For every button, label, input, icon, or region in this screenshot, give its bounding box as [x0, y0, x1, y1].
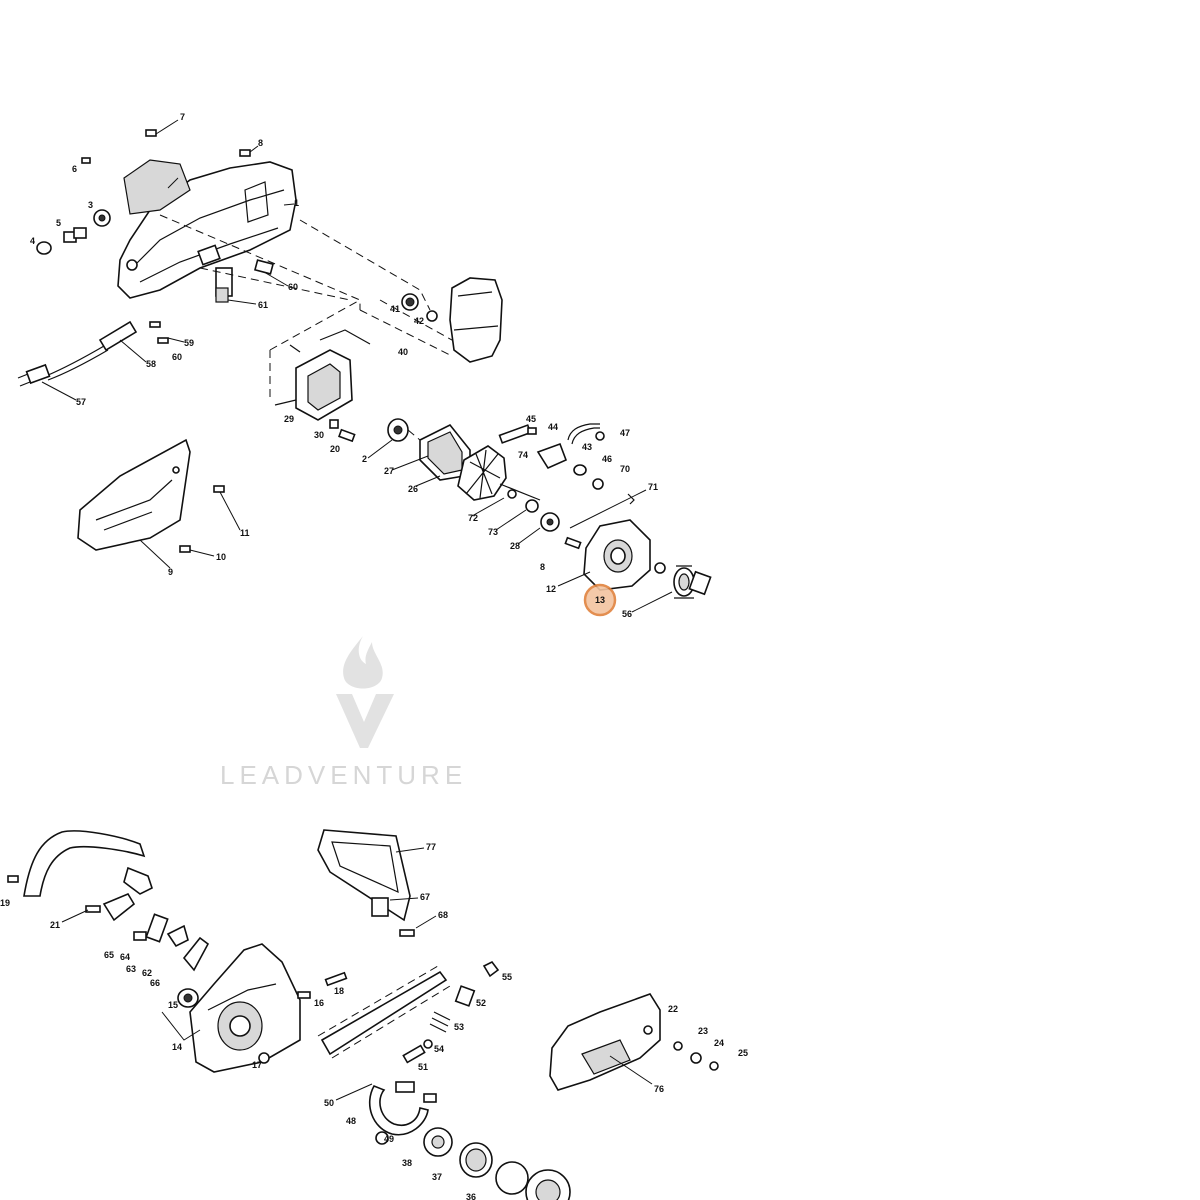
- part-label-61: 61: [258, 300, 268, 310]
- part-label-11: 11: [240, 528, 250, 538]
- part-label-45: 45: [526, 414, 536, 424]
- part-label-46: 46: [602, 454, 612, 464]
- end-bell: [564, 519, 666, 591]
- part-label-70: 70: [620, 464, 630, 474]
- part-label-51: 51: [418, 1062, 428, 1072]
- part-label-37: 37: [432, 1172, 442, 1182]
- guide-bar: [317, 965, 451, 1059]
- part-label-5: 5: [56, 218, 61, 228]
- part-label-30: 30: [314, 430, 324, 440]
- part-label-41: 41: [390, 304, 400, 314]
- part-label-8-lower: 8: [540, 562, 545, 572]
- part-label-19: 19: [0, 898, 10, 908]
- motor-housing: [117, 159, 297, 299]
- part-label-56: 56: [622, 609, 632, 619]
- sprocket-side-cover: [549, 993, 719, 1091]
- part-label-6: 6: [72, 164, 77, 174]
- part-label-47: 47: [620, 428, 630, 438]
- hotspot-label: 13: [595, 595, 605, 605]
- part-label-4: 4: [30, 236, 35, 246]
- part-label-60-top: 60: [288, 282, 298, 292]
- part-label-55: 55: [502, 972, 512, 982]
- part-label-58: 58: [146, 359, 156, 369]
- bar-cover: [317, 829, 415, 937]
- part-label-68: 68: [438, 910, 448, 920]
- part-label-10: 10: [216, 552, 226, 562]
- part-label-67: 67: [420, 892, 430, 902]
- brush-holder-parts: [498, 423, 635, 505]
- watermark-brand-text: LEADVENTURE: [220, 760, 467, 790]
- part-label-1: 1: [294, 198, 299, 208]
- part-label-72: 72: [468, 513, 478, 523]
- front-handle-bar: [23, 830, 153, 922]
- part-label-20: 20: [330, 444, 340, 454]
- part-label-49: 49: [384, 1134, 394, 1144]
- bottom-part-labels: 19 21 65 64 63 62 66 15 14 16 18 17 77 6…: [0, 842, 748, 1200]
- part-label-52: 52: [476, 998, 486, 1008]
- part-label-65: 65: [104, 950, 114, 960]
- top-part-labels: 7 8 6 3 5 4 1 60 61 59 60 58 57 41 42 40…: [30, 112, 673, 619]
- part-label-7: 7: [180, 112, 185, 122]
- part-label-53: 53: [454, 1022, 464, 1032]
- part-label-12: 12: [546, 584, 556, 594]
- part-label-18: 18: [334, 986, 344, 996]
- part-label-23: 23: [698, 1026, 708, 1036]
- part-label-14: 14: [172, 1042, 182, 1052]
- oiler-parts: [402, 960, 500, 1064]
- part-label-38: 38: [402, 1158, 412, 1168]
- part-label-22: 22: [668, 1004, 678, 1014]
- part-13-hotspot[interactable]: 13: [583, 583, 617, 617]
- part-label-43: 43: [582, 442, 592, 452]
- part-label-26: 26: [408, 484, 418, 494]
- part-label-16: 16: [314, 998, 324, 1008]
- clutch-parts: [423, 1127, 571, 1200]
- part-label-77: 77: [426, 842, 436, 852]
- left-handle-cover: [77, 438, 225, 553]
- part-label-57: 57: [76, 397, 86, 407]
- part-label-9: 9: [168, 567, 173, 577]
- part-label-15: 15: [168, 1000, 178, 1010]
- part-label-48: 48: [346, 1116, 356, 1126]
- part-label-27: 27: [384, 466, 394, 476]
- part-label-2: 2: [362, 454, 367, 464]
- part-label-42: 42: [414, 316, 424, 326]
- part-label-25: 25: [738, 1048, 748, 1058]
- part-label-71: 71: [648, 482, 658, 492]
- part-label-50: 50: [324, 1098, 334, 1108]
- part-label-44: 44: [548, 422, 558, 432]
- part-label-63: 63: [126, 964, 136, 974]
- part-label-74: 74: [518, 450, 528, 460]
- part-label-40: 40: [398, 347, 408, 357]
- part-label-17: 17: [252, 1060, 262, 1070]
- part-label-59: 59: [184, 338, 194, 348]
- part-label-3: 3: [88, 200, 93, 210]
- part-label-28: 28: [510, 541, 520, 551]
- part-label-66: 66: [150, 978, 160, 988]
- gear-housing-cover: [401, 277, 503, 363]
- small-fasteners-top-left: [36, 129, 275, 303]
- part-label-8: 8: [258, 138, 263, 148]
- part-label-60-bottom: 60: [172, 352, 182, 362]
- part-label-64: 64: [120, 952, 130, 962]
- bottom-left-small-parts: [7, 875, 210, 1008]
- part-label-62: 62: [142, 968, 152, 978]
- drive-gear: [673, 565, 712, 599]
- part-label-73: 73: [488, 527, 498, 537]
- part-label-21: 21: [50, 920, 60, 930]
- part-label-36: 36: [466, 1192, 476, 1200]
- watermark-logo: [336, 636, 394, 748]
- part-label-54: 54: [434, 1044, 444, 1054]
- power-cord: [17, 320, 169, 387]
- armature: [387, 418, 560, 532]
- part-label-76: 76: [654, 1084, 664, 1094]
- field-coil: [274, 329, 371, 443]
- hotspot-highlight-circle[interactable]: [583, 583, 617, 617]
- brake-band: [368, 1081, 437, 1145]
- part-label-24: 24: [714, 1038, 724, 1048]
- part-label-29: 29: [284, 414, 294, 424]
- sprocket-housing: [189, 943, 348, 1073]
